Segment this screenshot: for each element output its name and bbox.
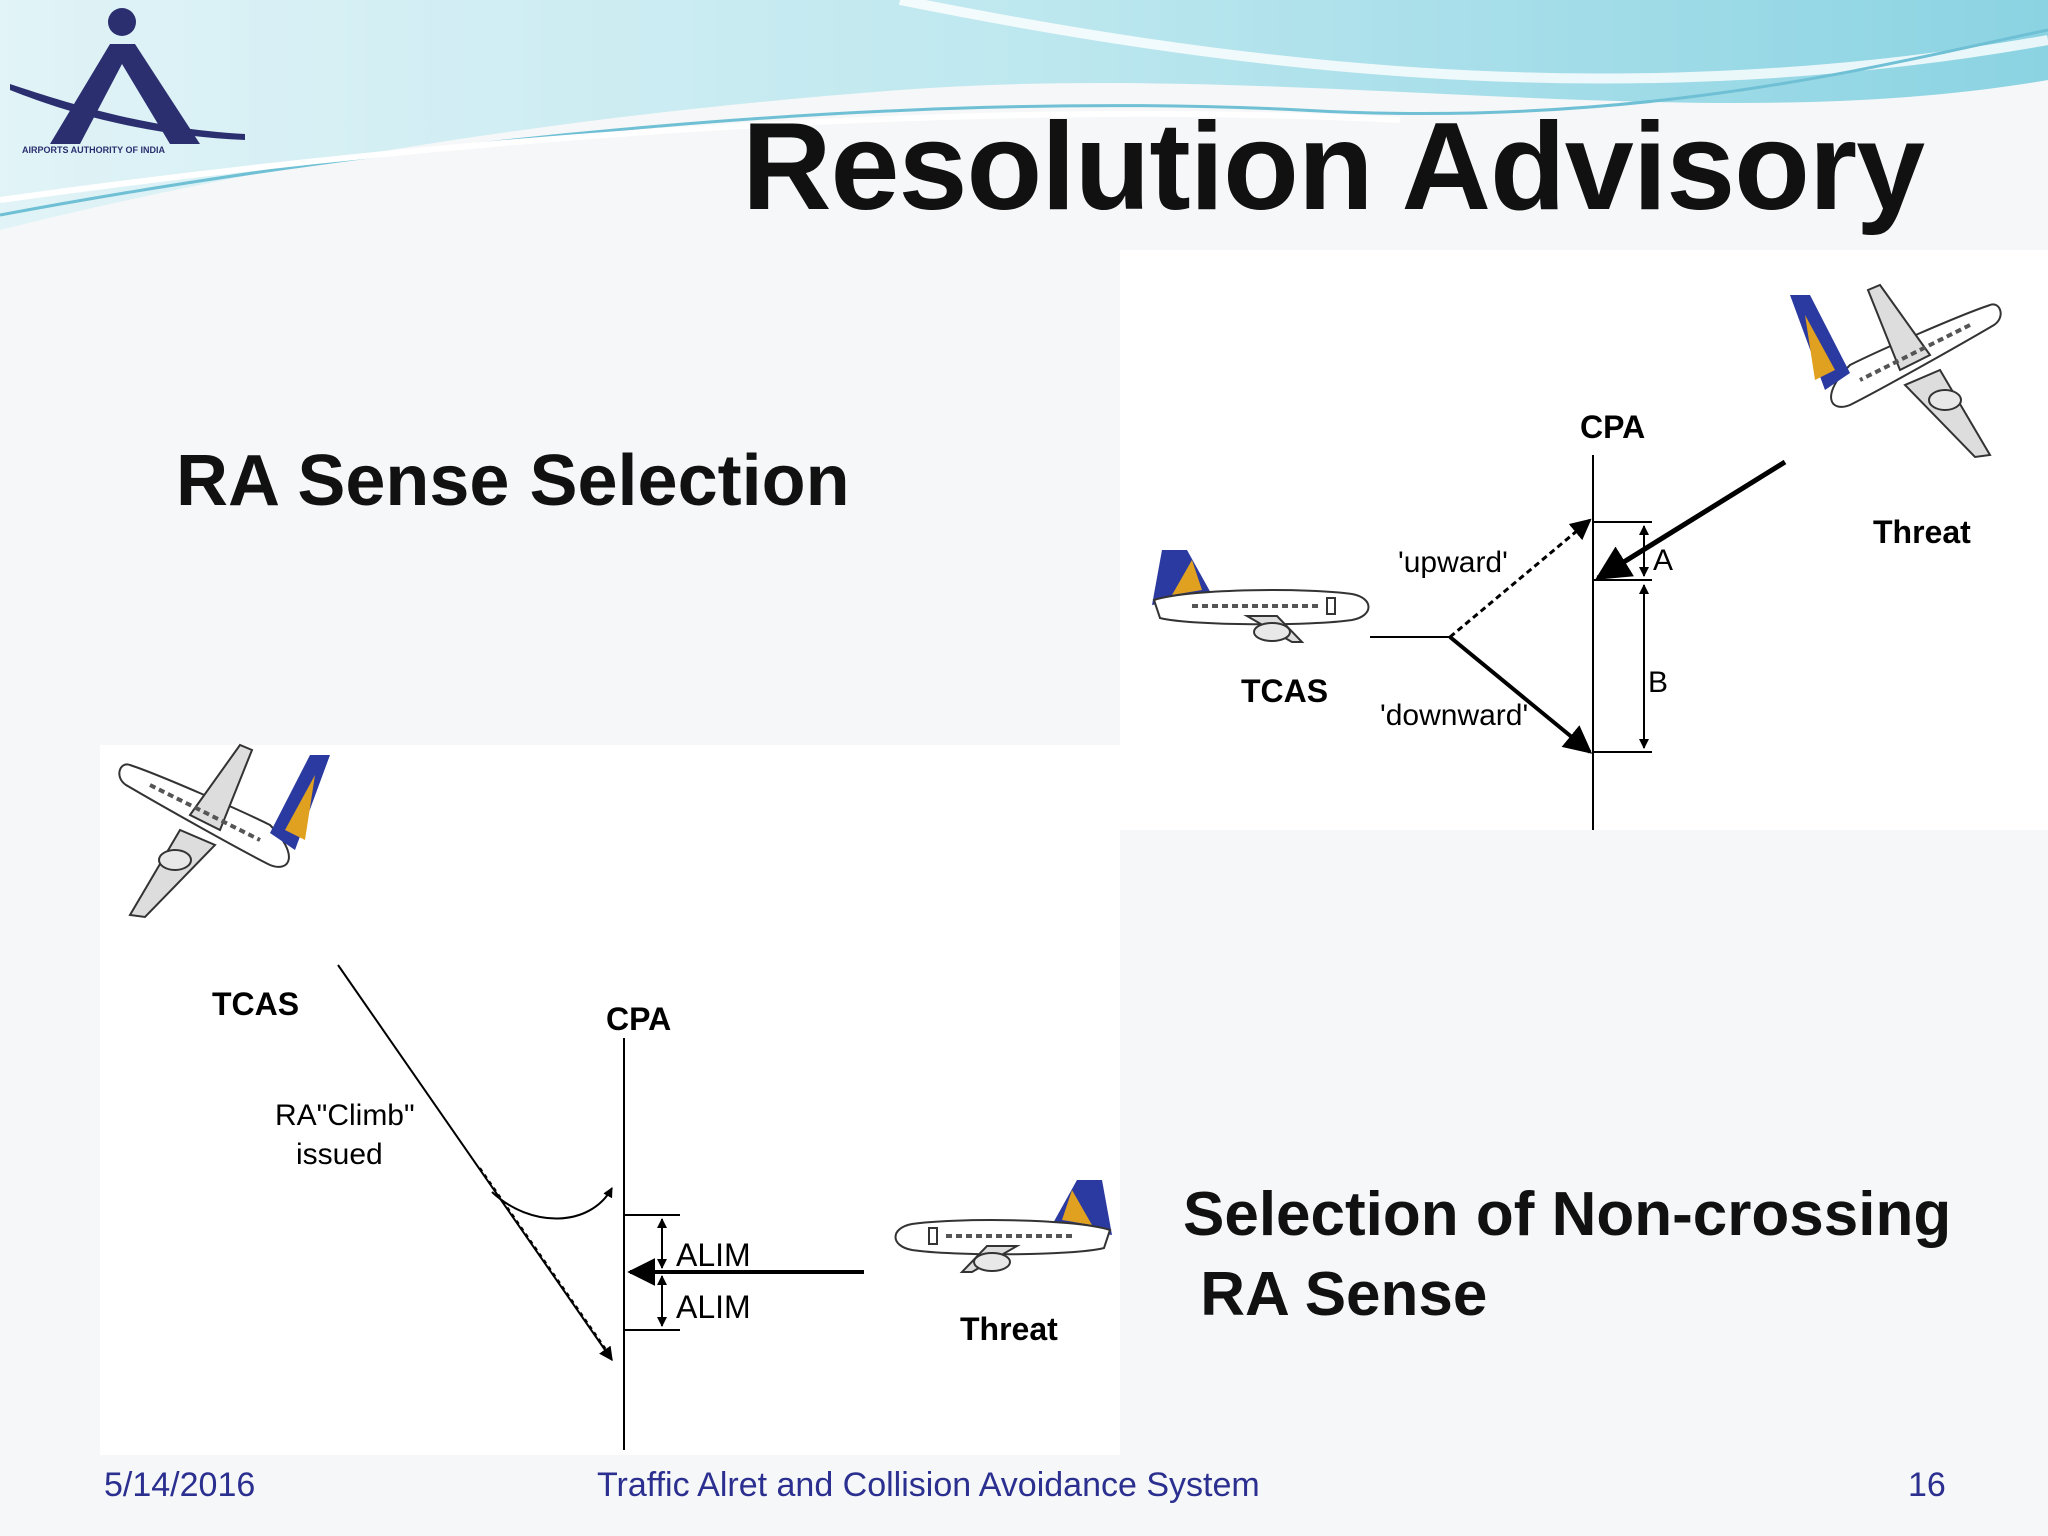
bottom-alim-lower-label: ALIM	[676, 1289, 751, 1325]
top-cpa-label: CPA	[1580, 409, 1645, 445]
top-b-label: B	[1648, 666, 1668, 699]
heading-non-crossing-line2: RA Sense	[1183, 1260, 1488, 1329]
top-tcas-label: TCAS	[1241, 673, 1328, 709]
heading-ra-sense-selection: RA Sense Selection	[176, 441, 850, 521]
bottom-threat-label: Threat	[960, 1311, 1058, 1347]
bottom-tcas-label: TCAS	[212, 986, 299, 1022]
bottom-ra-label-line1: RA"Climb"	[275, 1099, 415, 1132]
heading-non-crossing: Selection of Non-crossing RA Sense	[1183, 1175, 1951, 1335]
top-upward-arrow	[1449, 518, 1592, 639]
logo-caption: AIRPORTS AUTHORITY OF INDIA	[22, 145, 166, 155]
footer-date: 5/14/2016	[104, 1466, 256, 1504]
top-a-label: A	[1653, 544, 1673, 577]
page-title: Resolution Advisory	[742, 98, 1925, 236]
bottom-diagram: TCAS CPA RA"Climb" issued ALIM ALIM Thre…	[117, 743, 1114, 1450]
top-threat-label: Threat	[1873, 514, 1971, 550]
footer-system-title: Traffic Alret and Collision Avoidance Sy…	[597, 1466, 1260, 1504]
top-upward-label: 'upward'	[1398, 546, 1508, 579]
heading-non-crossing-line1: Selection of Non-crossing	[1183, 1180, 1952, 1249]
top-downward-arrow	[1448, 635, 1593, 754]
bottom-cpa-label: CPA	[606, 1001, 671, 1037]
bottom-tcas-dashed-continuation	[479, 1167, 613, 1359]
header-wave	[0, 0, 2048, 230]
bottom-tcas-flightpath	[337, 964, 613, 1362]
top-diagram: CPA Threat TCAS 'upward' 'downward' A B	[1150, 283, 2003, 830]
bottom-climb-arrow	[491, 1187, 613, 1220]
top-downward-label: 'downward'	[1380, 699, 1528, 732]
aai-logo-icon	[10, 8, 245, 144]
top-threat-flightpath	[1595, 459, 1787, 581]
bottom-alim-upper-label: ALIM	[676, 1237, 751, 1273]
footer-page-number: 16	[1908, 1466, 1946, 1504]
bottom-ra-label-line2: issued	[296, 1138, 383, 1171]
